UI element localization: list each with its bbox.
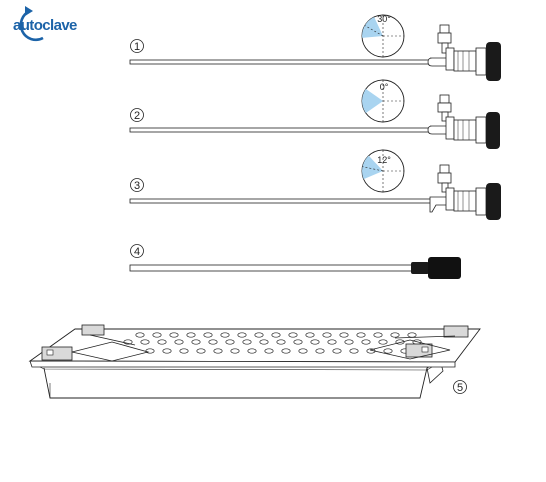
scope-handle-3 [453, 190, 477, 212]
perforation-hole [230, 348, 240, 354]
tray-clip-right [369, 325, 469, 360]
scope-handle-1 [453, 50, 477, 72]
light-post-2 [439, 94, 450, 104]
perforation-hole [135, 332, 145, 338]
view-angle-indicator-1: 30° [361, 14, 405, 58]
perforation-hole [213, 348, 223, 354]
perforation-hole [242, 339, 252, 345]
perforation-hole [169, 332, 179, 338]
scope-handle-2 [453, 119, 477, 141]
perforation-hole [162, 348, 172, 354]
eyepiece-1 [486, 42, 501, 81]
perforation-hole [174, 339, 184, 345]
number-circle-3 [130, 178, 144, 192]
perforation-hole [349, 348, 359, 354]
perforation-hole [390, 332, 400, 338]
autoclave-logo: autoclave [13, 6, 78, 42]
perforation-hole [315, 348, 325, 354]
perforation-hole [407, 332, 417, 338]
endoscope-1: 1 30° [129, 14, 501, 81]
perforation-hole [310, 339, 320, 345]
view-angle-wedge-3 [362, 150, 383, 183]
perforation-hole [361, 339, 371, 345]
view-angle-label-2: 0° [380, 82, 389, 92]
cable-connector [411, 262, 429, 274]
perforation-hole [378, 339, 388, 345]
eyepiece-3 [486, 183, 501, 220]
cable-end-cap [428, 257, 461, 279]
view-angle-wedge-1 [362, 15, 383, 39]
perforation-hole [225, 339, 235, 345]
perforation-hole [281, 348, 291, 354]
view-angle-label-3: 12° [377, 155, 391, 165]
logo-text: autoclave [13, 17, 77, 34]
perforation-hole [203, 332, 213, 338]
view-angle-indicator-3: 12° [361, 149, 405, 193]
perforation-hole [293, 339, 303, 345]
perforation-hole [339, 332, 349, 338]
perforation-hole [383, 348, 393, 354]
perforation-hole [152, 332, 162, 338]
perforation-hole [186, 332, 196, 338]
item-number-1: 1 [134, 41, 140, 53]
perforation-hole [259, 339, 269, 345]
endoscope-2: 2 0° [129, 79, 500, 149]
light-post-3 [439, 164, 450, 174]
cable-rod [129, 264, 413, 272]
view-angle-label-1: 30° [377, 14, 391, 24]
light-cable-4: 4 [129, 244, 461, 279]
scope-shaft-3 [129, 198, 433, 204]
tray-perforations [123, 332, 422, 354]
perforation-hole [288, 332, 298, 338]
item-number-2: 2 [134, 110, 140, 122]
number-circle-1 [130, 39, 144, 53]
scope-shaft-1 [129, 59, 433, 65]
item-number-5: 5 [457, 382, 463, 394]
perforation-hole [276, 339, 286, 345]
perforation-hole [322, 332, 332, 338]
item-number-4: 4 [134, 246, 140, 258]
sterilization-tray: 5 [28, 324, 481, 399]
perforation-hole [220, 332, 230, 338]
perforation-hole [157, 339, 167, 345]
perforation-hole [179, 348, 189, 354]
item-number-3: 3 [134, 180, 140, 192]
perforation-hole [332, 348, 342, 354]
number-circle-5 [453, 380, 467, 394]
tray-clip-left [41, 324, 150, 362]
perforation-hole [344, 339, 354, 345]
perforation-hole [247, 348, 257, 354]
perforation-hole [298, 348, 308, 354]
arrow-head-icon [25, 6, 33, 16]
perforation-hole [196, 348, 206, 354]
perforation-hole [208, 339, 218, 345]
perforation-hole [140, 339, 150, 345]
perforation-hole [254, 332, 264, 338]
endoscope-3: 3 12° [129, 149, 501, 220]
perforation-hole [271, 332, 281, 338]
perforation-hole [264, 348, 274, 354]
number-circle-2 [130, 108, 144, 122]
number-circle-4 [130, 244, 144, 258]
perforation-hole [237, 332, 247, 338]
view-angle-indicator-2: 0° [361, 79, 405, 123]
light-post-1 [439, 24, 450, 34]
perforation-hole [191, 339, 201, 345]
perforation-hole [327, 339, 337, 345]
eyepiece-2 [486, 112, 500, 149]
perforation-hole [356, 332, 366, 338]
scope-shaft-2 [129, 127, 433, 133]
perforation-hole [373, 332, 383, 338]
tray-base [43, 367, 428, 399]
view-angle-wedge-2 [362, 83, 383, 119]
perforation-hole [305, 332, 315, 338]
